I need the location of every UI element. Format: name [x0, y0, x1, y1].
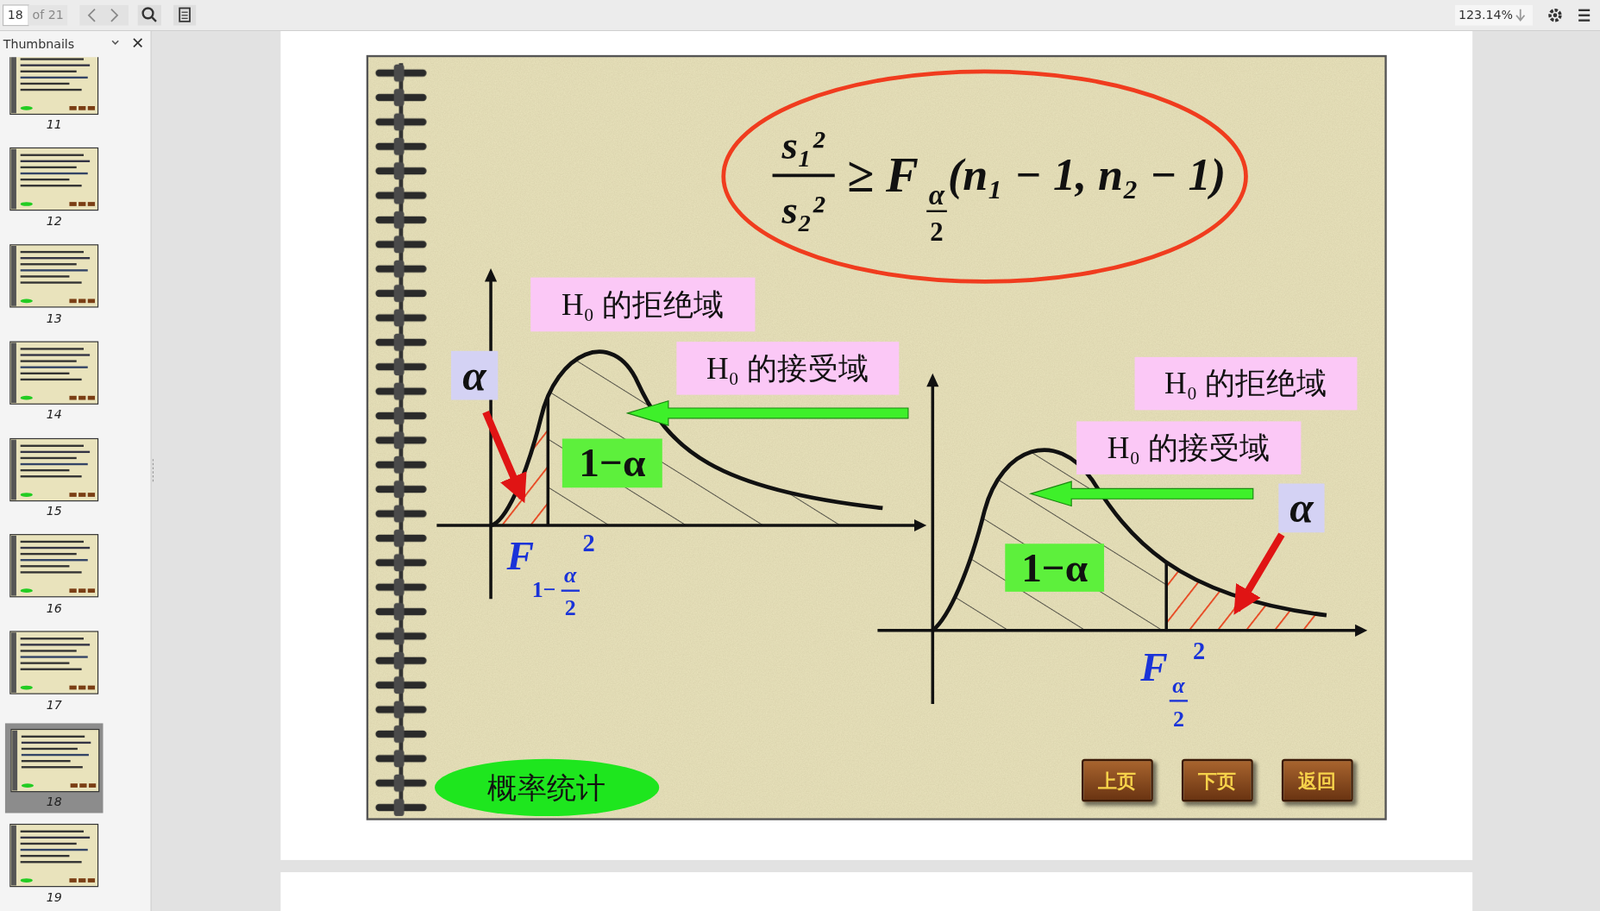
nav-button: 下页: [1181, 759, 1254, 803]
critical-value: α: [564, 564, 577, 587]
critical-value: F: [507, 535, 535, 577]
toolbar: [0, 0, 1600, 31]
sidebar-title: Thumbnails: [3, 37, 75, 51]
slide: [367, 56, 1387, 820]
thumbnail-number: 19: [46, 891, 63, 904]
formula-part: (n₁ − 1, n₂ − 1): [947, 152, 1226, 198]
alpha-tag: α: [1278, 483, 1324, 533]
button-text: 下页: [1198, 770, 1237, 790]
probability-tag: 1−α: [1004, 543, 1105, 592]
critical-value: α: [1172, 674, 1185, 697]
region-text: H₀ 的拒绝域: [1164, 368, 1328, 399]
critical-value: 2: [1173, 708, 1185, 731]
thumbnail-number: 12: [46, 215, 63, 228]
formula-outline: [723, 71, 1247, 283]
alpha-text: α: [462, 353, 487, 397]
fraction-bar: [926, 210, 948, 213]
formula-ellipse: s₁² s₂² ≥ F α 2(n₁ − 1, n₂ − 1): [722, 70, 1248, 283]
page-count: of 21: [31, 9, 63, 22]
critical-value: F: [1140, 646, 1168, 688]
critical-value: 1−: [532, 577, 557, 601]
region-text: H₀ 的接受域: [1107, 432, 1271, 463]
thumbnail-sidebar: [0, 30, 153, 911]
critical-value: 2: [583, 530, 596, 555]
thumbnail-number: 18: [46, 795, 63, 808]
thumbnail-number: 11: [46, 118, 63, 131]
probability-tag: 1−α: [562, 438, 663, 488]
nav-button: 上页: [1081, 759, 1154, 803]
button-text: 返回: [1298, 770, 1337, 790]
fraction-bar: [772, 174, 835, 178]
formula-part: s₁²: [781, 125, 824, 166]
formula-part: 2: [929, 219, 943, 246]
thumbnail-number: 13: [46, 312, 63, 325]
formula-part: α: [928, 180, 945, 209]
thumbnail-number: 14: [46, 407, 63, 421]
critical-value: 2: [1192, 638, 1205, 663]
thumbnail-number: 16: [46, 602, 63, 615]
region-label: H₀ 的接受域: [676, 341, 899, 395]
region-label: H₀ 的拒绝域: [530, 277, 755, 333]
f-density-left: [436, 268, 927, 599]
region-label: H₀ 的接受域: [1076, 420, 1301, 474]
nav-button: 返回: [1281, 759, 1354, 803]
page-number: 18: [7, 9, 24, 22]
probability-text: 1−α: [578, 442, 646, 484]
alpha-text: α: [1289, 485, 1314, 529]
pdf-page: [280, 30, 1473, 860]
probability-text: 1−α: [1021, 546, 1088, 588]
region-label: H₀ 的拒绝域: [1135, 357, 1358, 410]
alpha-tag: α: [451, 351, 498, 401]
formula-part: ≥ F: [847, 150, 919, 201]
thumbnail-number: 17: [46, 698, 63, 711]
button-text: 上页: [1098, 770, 1137, 790]
pdf-page: [280, 872, 1473, 911]
badge-text: 概率统计: [487, 772, 606, 803]
thumbnail-number: 15: [46, 504, 63, 517]
critical-value: 2: [564, 596, 577, 620]
zoom-level: 123.14%: [1458, 9, 1513, 22]
region-text: H₀ 的接受域: [706, 352, 870, 383]
title-badge: 概率统计: [434, 759, 659, 816]
region-text: H₀ 的拒绝域: [561, 288, 725, 320]
f-density-right: [877, 373, 1368, 704]
formula-part: s₂²: [781, 189, 824, 231]
